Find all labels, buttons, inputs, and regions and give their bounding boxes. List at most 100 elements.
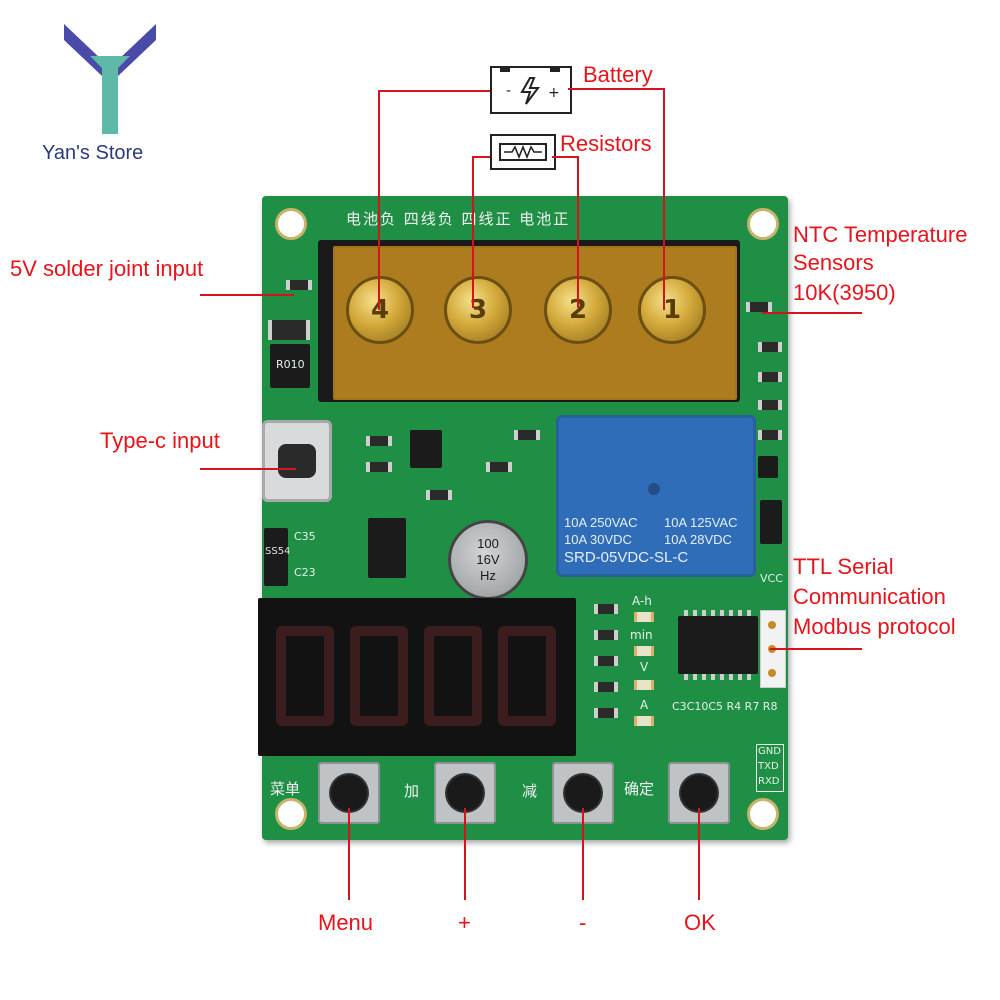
relay-model: SRD-05VDC-SL-C — [564, 549, 689, 566]
svg-text:-: - — [506, 83, 511, 99]
led-v — [634, 680, 654, 690]
terminal-header-text: 电池负 四线负 四线正 电池正 — [346, 210, 571, 228]
relay-rating: 10A 30VDC — [564, 532, 632, 547]
indicator-ah: A-h — [632, 594, 652, 608]
seven-segment-display — [258, 598, 576, 756]
mount-hole — [275, 208, 307, 240]
smd-component — [594, 682, 618, 692]
battery-label: Battery — [583, 62, 653, 87]
screw-terminal-1: 1 — [638, 276, 706, 344]
smd-component — [594, 656, 618, 666]
smd-component — [366, 436, 392, 446]
ttl-label-3: Modbus protocol — [793, 614, 956, 639]
c35-label: C35 — [294, 530, 316, 543]
resistors-label: Resistors — [560, 131, 652, 156]
ttl-label-1: TTL Serial — [793, 554, 894, 579]
screw-terminal-4: 4 — [346, 276, 414, 344]
shunt-resistor — [270, 344, 310, 388]
ok-line — [698, 808, 700, 900]
battery-line — [568, 88, 664, 90]
indicator-v: V — [640, 660, 649, 674]
capacitor-value: 100 — [477, 536, 499, 551]
mount-hole — [747, 208, 779, 240]
c23-label: C23 — [294, 566, 316, 579]
smd-component — [268, 320, 310, 340]
usb-c-opening — [278, 444, 316, 478]
ss54-label: SS54 — [265, 546, 291, 557]
indicator-min: min — [630, 628, 653, 642]
diode — [760, 500, 782, 544]
txd-label: TXD — [758, 761, 779, 772]
capacitor-voltage: 16V — [476, 552, 500, 567]
relay-rating: 10A 125VAC — [664, 515, 738, 530]
screw-terminal-2: 2 — [544, 276, 612, 344]
ok-label: OK — [684, 910, 716, 935]
vcc-label: VCC — [760, 572, 783, 585]
minus-label: - — [579, 910, 587, 935]
battery-icon: - + — [490, 66, 572, 114]
usb-c-port — [262, 420, 332, 502]
display-digit — [498, 626, 556, 726]
resistors-line — [577, 156, 579, 308]
relay-dot — [648, 483, 660, 495]
ttl-label-2: Communication — [793, 584, 946, 609]
component-labels: C3C10C5 R4 R7 R8 — [672, 700, 778, 713]
battery-line — [378, 90, 380, 310]
smd-component — [486, 462, 512, 472]
plus-label: + — [458, 910, 471, 935]
transistor — [758, 456, 778, 478]
menu-label: Menu — [318, 910, 374, 935]
relay-rating: 10A 28VDC — [664, 532, 732, 547]
minus-silk-label: 减 — [522, 782, 538, 800]
smd-component — [426, 490, 452, 500]
capacitor-marking: Hz — [480, 568, 496, 583]
resistors-line — [472, 156, 474, 308]
screw-terminal-3: 3 — [444, 276, 512, 344]
svg-text:+: + — [548, 85, 560, 101]
electrolytic-capacitor: 100 16V Hz — [448, 520, 528, 600]
relay-rating: 10A 250VAC — [564, 515, 638, 530]
ntc-label-3: 10K(3950) — [793, 280, 896, 305]
led-a — [634, 716, 654, 726]
diode-ss54 — [264, 528, 288, 586]
menu-line — [348, 808, 350, 900]
typec-label: Type-c input — [100, 428, 220, 453]
ntc-label-2: Sensors — [793, 250, 874, 275]
smd-component — [758, 372, 782, 382]
rxd-label: RXD — [758, 776, 780, 787]
resistors-line — [552, 156, 578, 158]
display-digit — [424, 626, 482, 726]
indicator-a: A — [640, 698, 649, 712]
mount-hole — [747, 798, 779, 830]
smd-component — [366, 462, 392, 472]
smd-component — [758, 430, 782, 440]
ntc-label-1: NTC Temperature — [793, 222, 968, 247]
solder-line — [200, 294, 294, 296]
smd-component — [514, 430, 540, 440]
smd-component — [594, 604, 618, 614]
smd-component — [746, 302, 772, 312]
smd-component — [758, 342, 782, 352]
ic-chip — [410, 430, 442, 468]
display-digit — [350, 626, 408, 726]
store-name: Yan's Store — [42, 142, 144, 164]
smd-component — [594, 630, 618, 640]
menu-silk-label: 菜单 — [270, 780, 301, 798]
serial-ic — [678, 610, 758, 680]
battery-line — [378, 90, 490, 92]
minus-line — [582, 808, 584, 900]
smd-component — [594, 708, 618, 718]
typec-line — [200, 468, 296, 470]
serial-pin-labels: GND TXD RXD — [756, 744, 784, 792]
display-digit — [276, 626, 334, 726]
ntc-line — [762, 312, 862, 314]
r010-label: R010 — [276, 358, 305, 371]
smd-component — [758, 400, 782, 410]
plus-silk-label: 加 — [404, 782, 420, 800]
regulator-chip — [368, 518, 406, 578]
plus-line — [464, 808, 466, 900]
logo-icon — [64, 24, 156, 134]
ttl-line — [770, 648, 862, 650]
led-ah — [634, 612, 654, 622]
relay: 10A 250VAC 10A 125VAC 10A 30VDC 10A 28VD… — [556, 415, 756, 577]
